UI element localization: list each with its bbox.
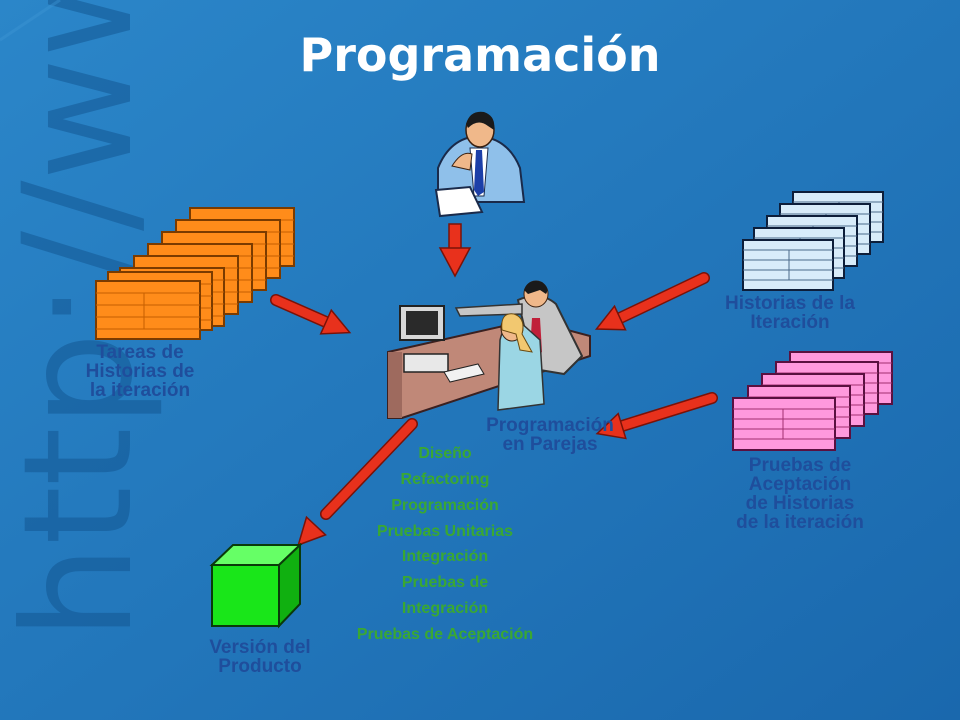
label-version: Versión del Producto xyxy=(180,638,340,676)
activity-item: Pruebas de xyxy=(401,574,489,591)
arrow-to-product xyxy=(288,418,418,555)
label-tareas: Tareas de Historias de la iteración xyxy=(60,343,220,400)
label-version-line2: Producto xyxy=(218,656,302,677)
label-pruebas-line3: de Historias xyxy=(745,493,855,514)
arrow-from-man xyxy=(438,223,472,278)
activity-item: Pruebas Unitarias xyxy=(376,523,514,540)
label-version-line1: Versión del xyxy=(209,637,311,658)
label-tareas-line3: la iteración xyxy=(89,380,191,401)
pair-programmers-icon xyxy=(387,280,591,419)
label-pruebas-aceptacion: Pruebas de Aceptación de Historias de la… xyxy=(700,456,900,532)
arrow-from-tasks xyxy=(270,294,356,346)
story-documents-stack xyxy=(742,191,884,291)
activity-item: Pruebas de Aceptación xyxy=(356,626,534,643)
product-cube-icon xyxy=(209,542,303,629)
activity-item: Integración xyxy=(401,600,489,617)
label-tareas-line2: Historias de xyxy=(85,361,195,382)
task-documents-stack xyxy=(95,207,295,340)
label-pruebas-line4: de la iteración xyxy=(736,512,864,533)
label-parejas-line2: en Parejas xyxy=(502,434,598,455)
acceptance-tests-stack xyxy=(732,351,893,451)
label-parejas-line1: Programación xyxy=(486,415,614,436)
slide-title: Programación xyxy=(299,28,661,82)
label-historias-line1: Historias de la xyxy=(725,293,855,314)
label-pruebas-line1: Pruebas de xyxy=(748,455,852,476)
label-historias: Historias de la Iteración xyxy=(700,294,880,332)
activity-item: Diseño xyxy=(418,445,472,462)
label-tareas-line1: Tareas de xyxy=(96,342,184,363)
activity-item: Integración xyxy=(401,548,489,565)
thinking-man-icon xyxy=(434,111,526,218)
label-programacion-parejas: Programación en Parejas xyxy=(470,416,630,454)
label-historias-line2: Iteración xyxy=(750,312,830,333)
activity-item: Refactoring xyxy=(400,471,490,488)
arrow-from-tests xyxy=(592,392,718,447)
arrow-from-stories xyxy=(590,272,710,342)
activity-item: Programación xyxy=(391,497,499,514)
label-pruebas-line2: Aceptación xyxy=(748,474,852,495)
